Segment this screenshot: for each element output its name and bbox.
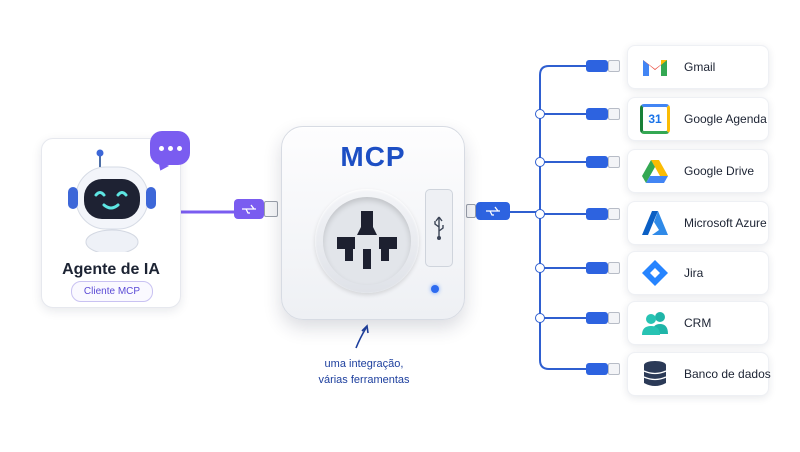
caption-line-2: várias ferramentas — [318, 374, 410, 386]
hub-title: MCP — [340, 141, 406, 172]
tool-card-gmail[interactable]: Gmail — [627, 45, 769, 89]
status-led — [431, 285, 439, 293]
blue-usb-plug — [466, 202, 510, 220]
tool-card-microsoft-azure[interactable]: Microsoft Azure — [627, 201, 769, 245]
usb-plug — [586, 156, 620, 168]
usb-plug — [586, 312, 620, 324]
tool-label: Banco de dados — [684, 367, 771, 381]
purple-usb-plug — [234, 199, 278, 219]
tool-card-jira[interactable]: Jira — [627, 251, 769, 295]
usb-port — [425, 189, 453, 267]
tool-card-crm[interactable]: CRM — [627, 301, 769, 345]
azure-icon — [642, 211, 668, 235]
jira-icon — [642, 260, 668, 286]
tool-card-google-drive[interactable]: Google Drive — [627, 149, 769, 193]
robot-icon — [68, 149, 156, 252]
usb-plug — [586, 363, 620, 375]
tool-card-google-agenda[interactable]: 31 Google Agenda — [627, 97, 769, 141]
tool-label: Microsoft Azure — [684, 216, 767, 230]
usb-plug — [586, 108, 620, 120]
tool-label: Jira — [684, 266, 704, 280]
usb-icon — [242, 204, 256, 214]
caption-line-1: uma integração, — [324, 358, 404, 370]
client-badge: Cliente MCP — [71, 281, 153, 302]
usb-icon — [434, 216, 444, 240]
agent-title: Agente de IA — [62, 261, 160, 278]
mcp-hub: MCP — [281, 126, 465, 320]
users-icon — [642, 312, 668, 335]
tool-label: Gmail — [684, 60, 716, 74]
chat-bubble-icon — [150, 131, 190, 165]
usb-plug — [586, 262, 620, 274]
google-drive-icon — [642, 160, 668, 183]
branch-node — [535, 209, 545, 219]
tool-card-banco-de-dados[interactable]: Banco de dados — [627, 352, 771, 396]
usb-plug — [586, 60, 620, 72]
usb-icon — [486, 206, 500, 216]
tool-label: CRM — [684, 316, 712, 330]
tool-label: Google Agenda — [684, 112, 767, 126]
socket-icon — [315, 189, 419, 293]
caption: uma integração, várias ferramentas — [294, 356, 434, 388]
tool-label: Google Drive — [684, 164, 755, 178]
google-calendar-icon: 31 — [640, 104, 670, 134]
branch-node — [535, 313, 545, 323]
gmail-icon — [643, 60, 667, 76]
calendar-day: 31 — [648, 112, 662, 126]
branch-node — [535, 109, 545, 119]
branch-node — [535, 157, 545, 167]
usb-plug — [586, 208, 620, 220]
database-icon — [643, 361, 667, 386]
branch-node — [535, 263, 545, 273]
